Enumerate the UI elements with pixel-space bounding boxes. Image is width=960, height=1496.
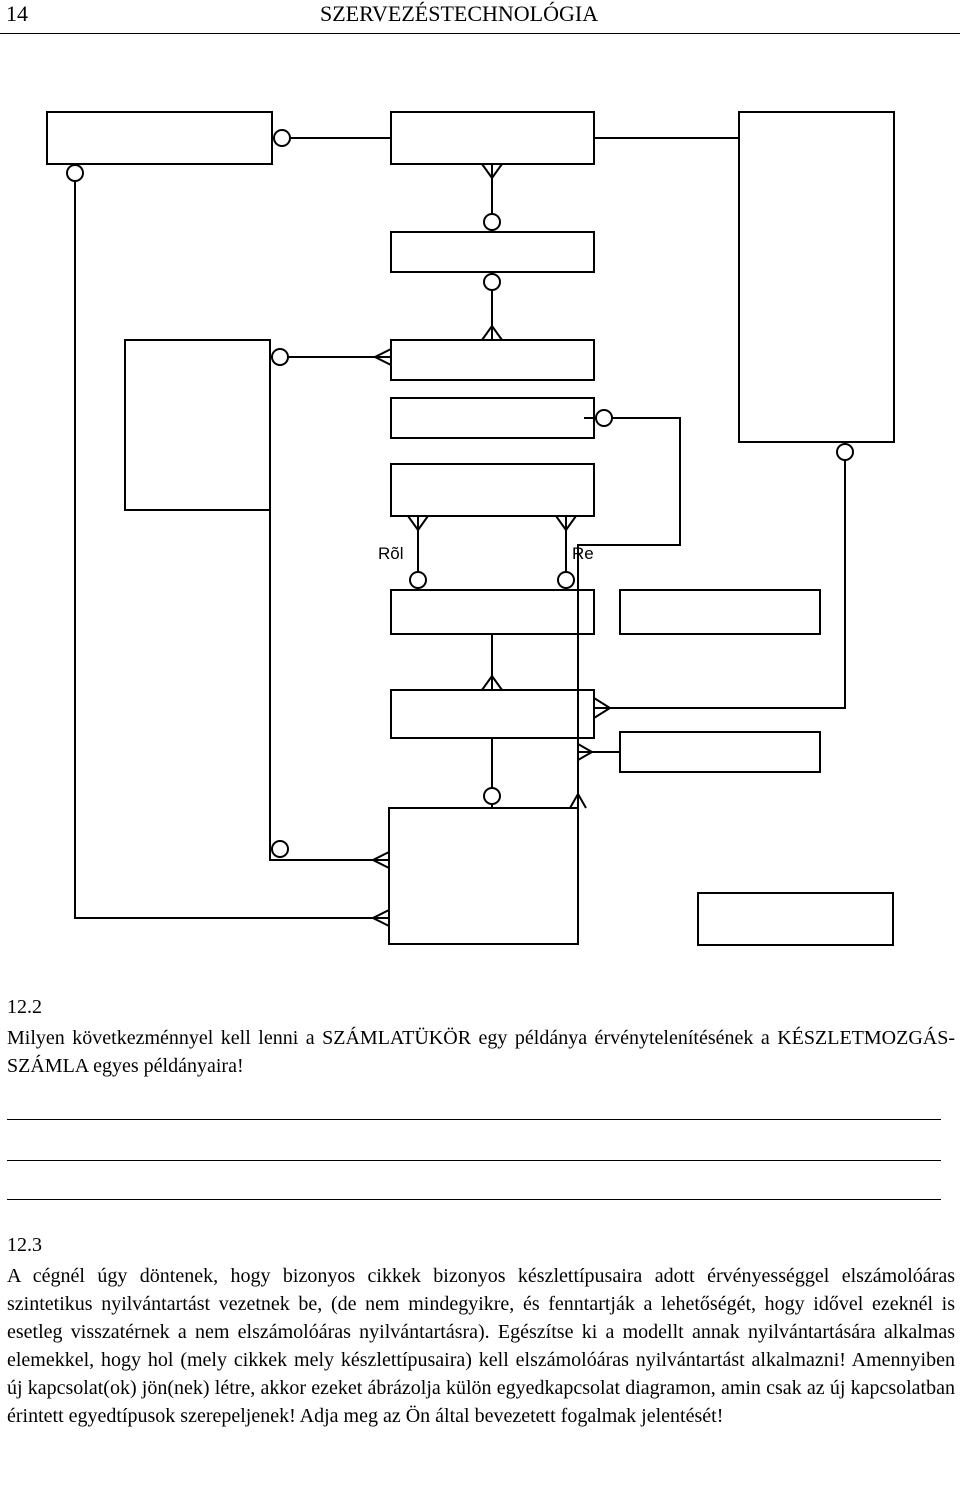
question-12-2-number: 12.2 bbox=[7, 996, 42, 1018]
crows-foot-markers bbox=[370, 163, 612, 927]
entity-box-top-left bbox=[46, 111, 273, 165]
header-rule bbox=[0, 33, 960, 34]
answer-line-2[interactable] bbox=[7, 1160, 941, 1161]
entity-box-mid-right bbox=[619, 589, 821, 635]
relationship-label-re: Re bbox=[572, 544, 594, 563]
entity-box-center-2 bbox=[390, 231, 595, 273]
answer-line-3[interactable] bbox=[7, 1199, 941, 1200]
question-12-3-number: 12.3 bbox=[7, 1234, 42, 1256]
relationship-lines bbox=[74, 137, 846, 919]
entity-relationship-diagram: Rõl Re bbox=[46, 111, 895, 946]
entity-box-mid-left bbox=[390, 589, 595, 635]
running-header-title: SZERVEZÉSTECHNOLÓGIA bbox=[320, 1, 599, 26]
entity-box-center-4 bbox=[390, 397, 595, 439]
entity-box-bottom-center bbox=[388, 807, 579, 945]
page-number: 14 bbox=[6, 1, 28, 26]
entity-box-right-low bbox=[619, 731, 821, 773]
entity-box-bottom-right bbox=[697, 892, 894, 946]
entity-box-left-tall bbox=[124, 339, 271, 511]
entity-box-center-5 bbox=[390, 463, 595, 517]
relationship-label-rol: Rõl bbox=[378, 544, 404, 563]
entity-box-center-6 bbox=[390, 689, 595, 739]
entity-box-center-3 bbox=[390, 339, 595, 381]
entity-box-top-center bbox=[390, 111, 595, 165]
question-12-3-text: A cégnél úgy döntenek, hogy bizonyos cik… bbox=[7, 1265, 955, 1427]
optionality-circles bbox=[66, 129, 854, 858]
answer-line-1[interactable] bbox=[7, 1119, 941, 1120]
entity-box-right-tall bbox=[738, 111, 895, 443]
question-12-2-text: Milyen következménnyel kell lenni a SZÁM… bbox=[7, 1027, 955, 1077]
